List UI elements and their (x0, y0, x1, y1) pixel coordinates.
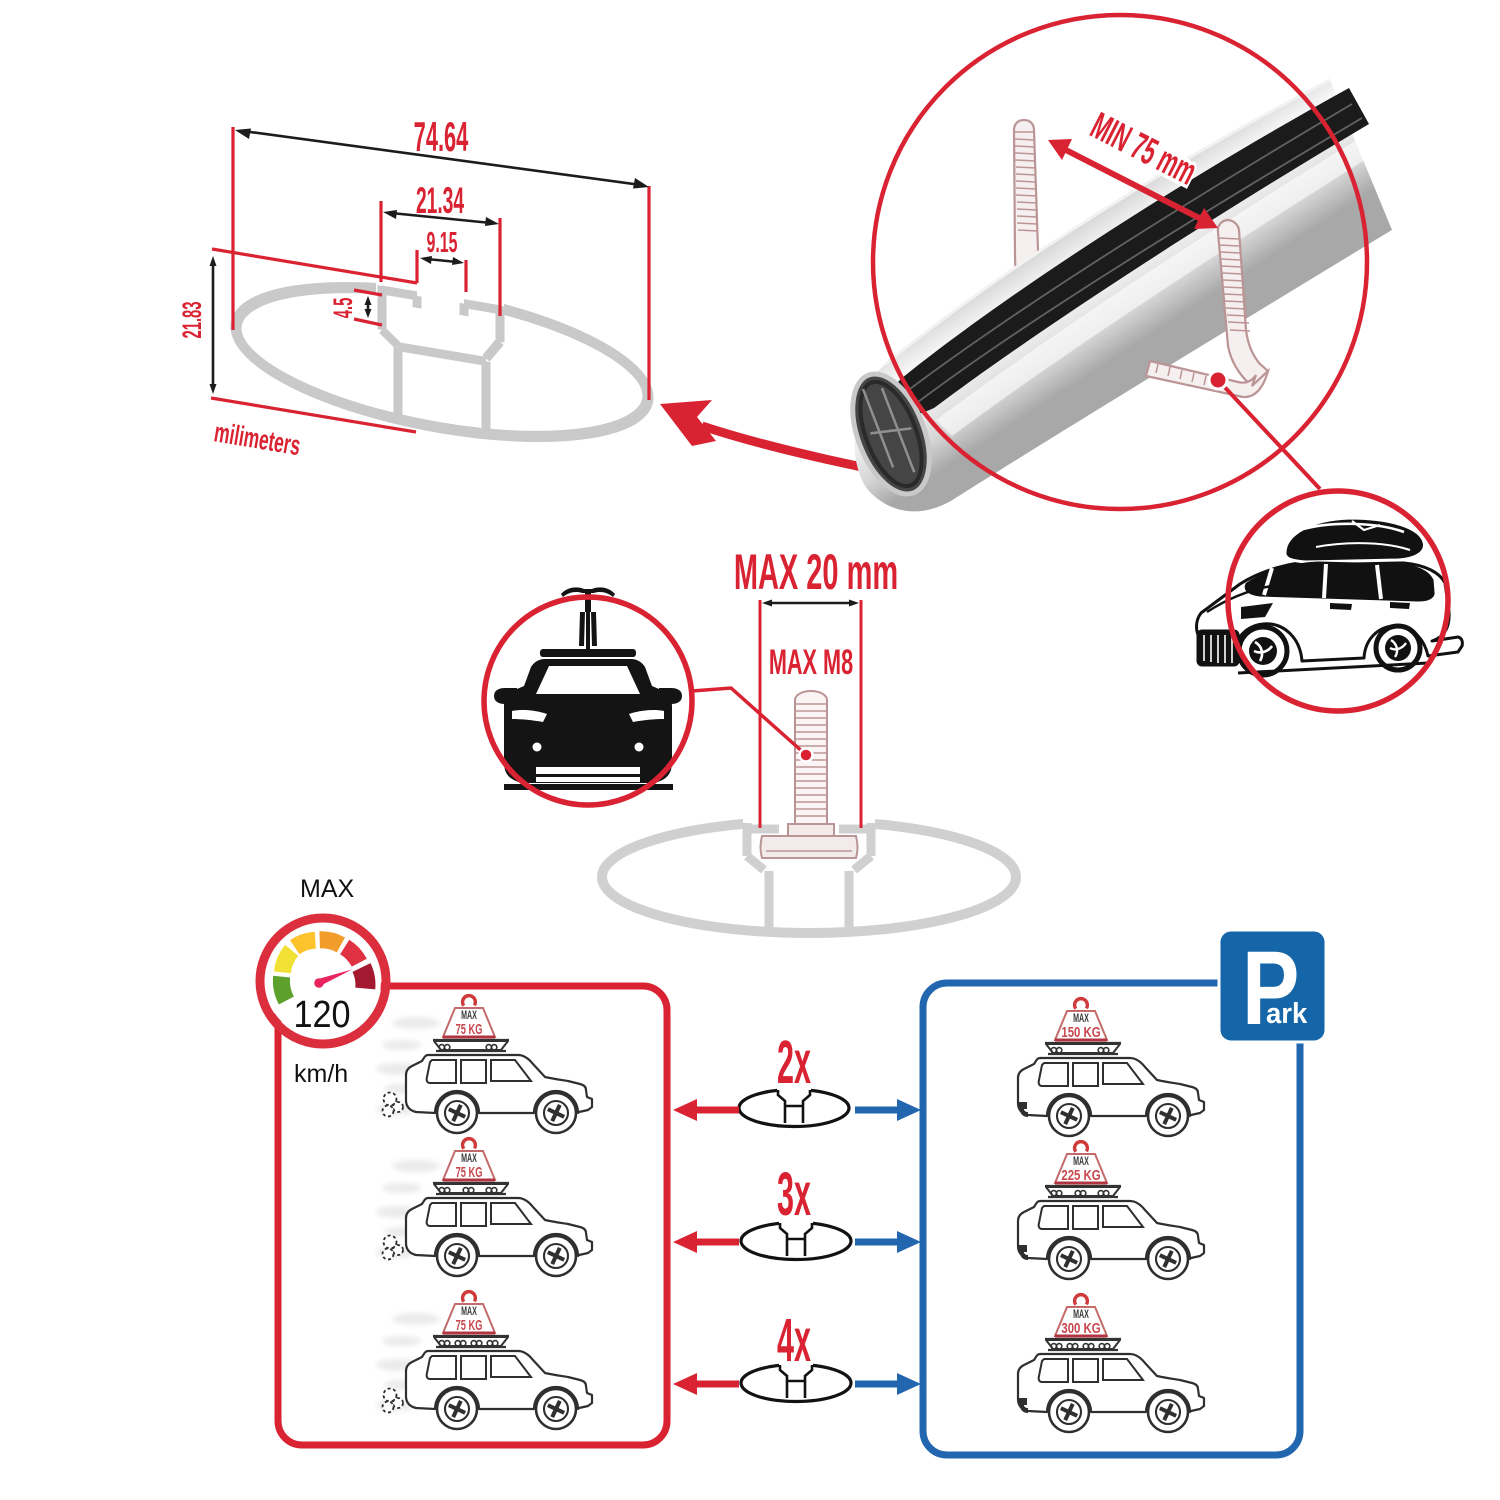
svg-text:MAX 20 mm: MAX 20 mm (734, 544, 898, 600)
svg-text:300 KG: 300 KG (1061, 1319, 1100, 1336)
svg-text:MAX M8: MAX M8 (769, 644, 853, 682)
svg-text:MAX: MAX (461, 1152, 477, 1165)
svg-text:ark: ark (1266, 996, 1308, 1029)
svg-text:9.15: 9.15 (426, 226, 457, 258)
svg-text:MAX: MAX (461, 1305, 477, 1318)
svg-text:2x: 2x (777, 1029, 811, 1097)
svg-text:MAX: MAX (1073, 1308, 1089, 1321)
svg-text:150 KG: 150 KG (1061, 1023, 1100, 1040)
svg-text:MAX: MAX (1073, 1155, 1089, 1168)
svg-text:P: P (1242, 930, 1299, 1047)
svg-text:75 KG: 75 KG (456, 1164, 483, 1181)
svg-text:120: 120 (293, 992, 350, 1035)
svg-text:MAX: MAX (300, 875, 355, 903)
svg-text:MAX: MAX (461, 1009, 477, 1022)
svg-text:21.34: 21.34 (416, 180, 465, 221)
svg-text:75 KG: 75 KG (456, 1021, 483, 1038)
svg-text:75 KG: 75 KG (456, 1317, 483, 1334)
svg-text:74.64: 74.64 (414, 115, 469, 161)
svg-text:225 KG: 225 KG (1061, 1166, 1100, 1183)
svg-text:4.5: 4.5 (327, 298, 358, 319)
svg-text:MAX: MAX (1073, 1012, 1089, 1025)
svg-text:21.83: 21.83 (176, 301, 207, 338)
svg-text:km/h: km/h (294, 1060, 348, 1088)
svg-text:3x: 3x (777, 1161, 811, 1229)
